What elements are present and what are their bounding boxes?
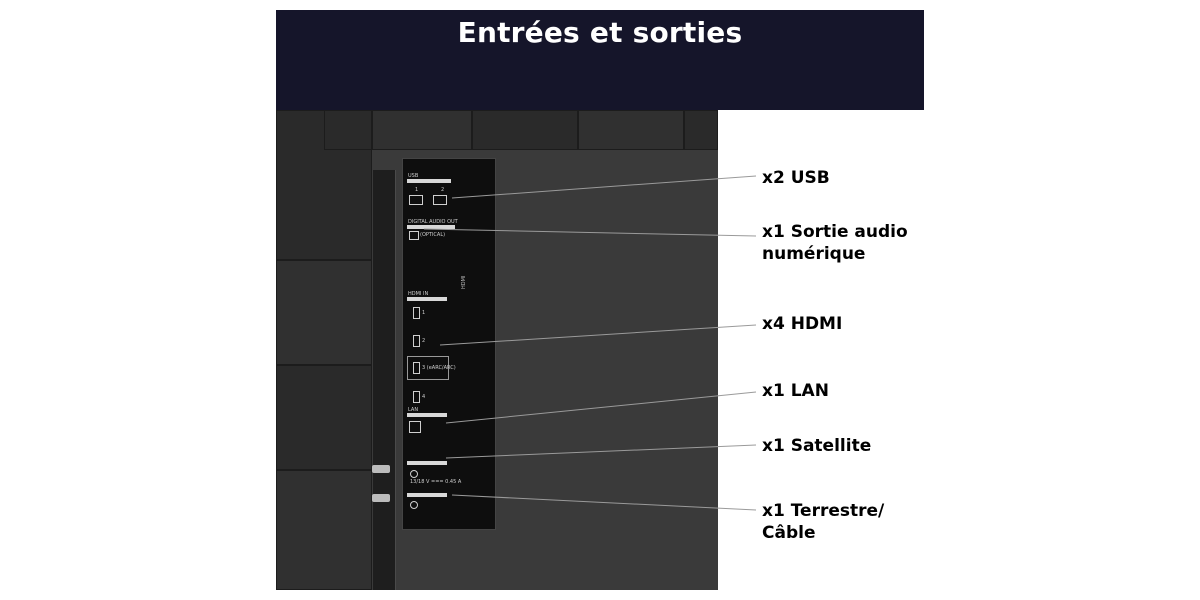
hdmi-label-bar xyxy=(407,297,447,301)
back-tile xyxy=(372,110,472,150)
back-tile xyxy=(276,260,372,365)
hdmi-2-number: 2 xyxy=(422,338,426,344)
audio-label: DIGITAL AUDIO OUT xyxy=(408,219,458,225)
hdmi-label: HDMI IN xyxy=(408,291,429,297)
back-tile xyxy=(324,110,372,150)
side-connector xyxy=(372,465,390,473)
optical-port xyxy=(409,231,419,240)
usb-2-number: 2 xyxy=(441,187,445,193)
usb-port-2 xyxy=(433,195,447,205)
lan-label-bar xyxy=(407,413,447,417)
page-title: Entrées et sorties xyxy=(457,16,743,49)
label-lan: x1 LAN xyxy=(762,381,829,401)
header-banner: Entrées et sorties xyxy=(276,10,924,110)
back-tile xyxy=(684,110,718,150)
label-audio: x1 Sortie audio numérique xyxy=(762,222,908,264)
label-satellite: x1 Satellite xyxy=(762,436,872,456)
hdmi-port-2 xyxy=(413,335,420,347)
side-connector xyxy=(372,494,390,502)
hdmi-4-number: 4 xyxy=(422,394,426,400)
back-tile xyxy=(276,365,372,470)
back-tile xyxy=(578,110,684,150)
hdmi-port-4 xyxy=(413,391,420,403)
satellite-port xyxy=(410,470,418,478)
satellite-label-bar xyxy=(407,461,447,465)
lan-label: LAN xyxy=(408,407,419,413)
side-rail xyxy=(373,170,396,590)
usb-port-1 xyxy=(409,195,423,205)
satellite-power-text: 13/18 V === 0.45 A xyxy=(410,479,462,485)
label-usb: x2 USB xyxy=(762,168,830,188)
usb-1-number: 1 xyxy=(415,187,419,193)
lan-port xyxy=(409,421,421,433)
tv-rear-photo: USB 1 2 DIGITAL AUDIO OUT (OPTICAL) HDMI… xyxy=(276,110,718,590)
hdmi-3-frame xyxy=(407,356,449,380)
connector-panel: USB 1 2 DIGITAL AUDIO OUT (OPTICAL) HDMI… xyxy=(402,158,496,530)
hdmi-logo: HDMI xyxy=(461,275,467,289)
hdmi-port-1 xyxy=(413,307,420,319)
usb-label: USB xyxy=(408,173,419,179)
terrestrial-port xyxy=(410,501,418,509)
label-hdmi: x4 HDMI xyxy=(762,314,843,334)
hdmi-port-3 xyxy=(413,362,420,374)
back-tile xyxy=(472,110,578,150)
usb-label-bar xyxy=(407,179,451,183)
hdmi-3-number: 3 (eARC/ARC) xyxy=(422,365,456,371)
terrestrial-label-bar xyxy=(407,493,447,497)
optical-text: (OPTICAL) xyxy=(420,232,446,238)
back-tile xyxy=(276,470,372,590)
audio-label-bar xyxy=(407,225,455,229)
label-terrestrial: x1 Terrestre/ Câble xyxy=(762,501,885,543)
hdmi-1-number: 1 xyxy=(422,310,426,316)
